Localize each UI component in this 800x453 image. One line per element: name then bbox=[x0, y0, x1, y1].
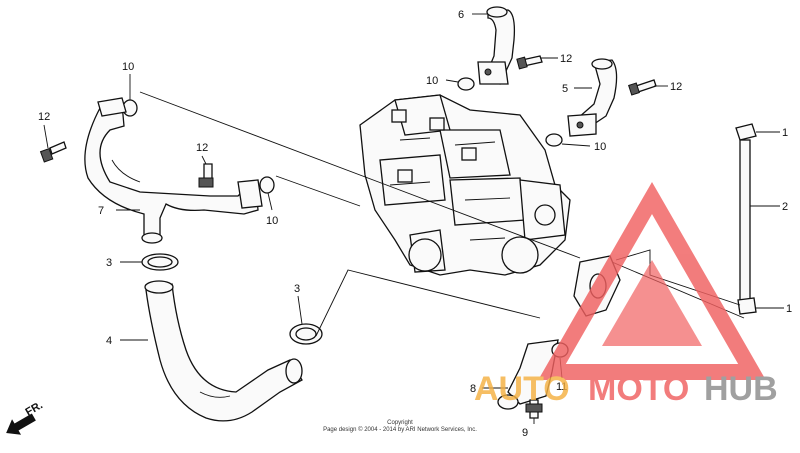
callout-4: 4 bbox=[106, 335, 112, 347]
part-2-tube bbox=[735, 123, 757, 315]
callout-12-right: 12 bbox=[670, 81, 682, 93]
copyright-line-2: Page design © 2004 - 2014 by ARI Network… bbox=[323, 426, 477, 433]
watermark-text-hub: HUB bbox=[704, 370, 778, 408]
part-7-y-pipe bbox=[84, 97, 263, 244]
watermark-text-auto: AUTO bbox=[474, 370, 570, 408]
front-direction-arrow bbox=[6, 413, 36, 435]
o-ring-10-b bbox=[545, 133, 563, 147]
callout-7: 7 bbox=[98, 205, 104, 217]
clamp-3-upper bbox=[141, 253, 179, 271]
callout-11: 11 bbox=[556, 381, 567, 393]
callout-1-top: 1 bbox=[782, 127, 788, 139]
callout-10-top: 10 bbox=[426, 75, 438, 87]
callout-1-bottom: 1 bbox=[786, 303, 792, 315]
engine-block bbox=[359, 94, 571, 276]
callout-10-middle: 10 bbox=[266, 215, 278, 227]
callout-12-middle: 12 bbox=[196, 142, 208, 154]
connector-line-2 bbox=[275, 175, 361, 207]
bolt-12-left bbox=[39, 141, 67, 163]
callout-6: 6 bbox=[458, 9, 464, 21]
connector-line-1 bbox=[139, 91, 581, 259]
callout-9: 9 bbox=[522, 427, 528, 439]
clamp-3-lower bbox=[289, 323, 323, 345]
callout-12-left: 12 bbox=[38, 111, 50, 123]
o-ring-10-d bbox=[259, 176, 275, 194]
callout-10-right: 10 bbox=[594, 141, 606, 153]
callout-8: 8 bbox=[470, 383, 476, 395]
callout-10-left: 10 bbox=[122, 61, 134, 73]
callout-12-top: 12 bbox=[560, 53, 572, 65]
part-4-hose bbox=[144, 280, 303, 422]
watermark-triangle-inner bbox=[602, 260, 702, 346]
watermark-text-moto: MOTO bbox=[588, 370, 689, 408]
bolt-12-middle bbox=[198, 163, 214, 188]
part-6-pipe bbox=[477, 6, 516, 85]
bolt-12-right bbox=[628, 79, 657, 96]
connector-line-3 bbox=[315, 269, 541, 337]
part-5-pipe bbox=[567, 58, 618, 137]
callout-2: 2 bbox=[782, 201, 788, 213]
bolt-12-upper bbox=[516, 55, 543, 70]
callout-3-lower: 3 bbox=[294, 283, 300, 295]
connector-line-5 bbox=[615, 249, 741, 306]
front-direction-label: FR. bbox=[24, 399, 45, 418]
copyright-line-1: Copyright bbox=[387, 420, 413, 426]
autohub-watermark: AUTO MOTO HUB bbox=[474, 181, 778, 408]
callout-5: 5 bbox=[562, 83, 568, 95]
callout-3-upper: 3 bbox=[106, 257, 112, 269]
watermark-triangle-outer bbox=[538, 181, 766, 380]
bolt-9 bbox=[525, 399, 543, 419]
o-ring-10-a bbox=[457, 77, 475, 91]
